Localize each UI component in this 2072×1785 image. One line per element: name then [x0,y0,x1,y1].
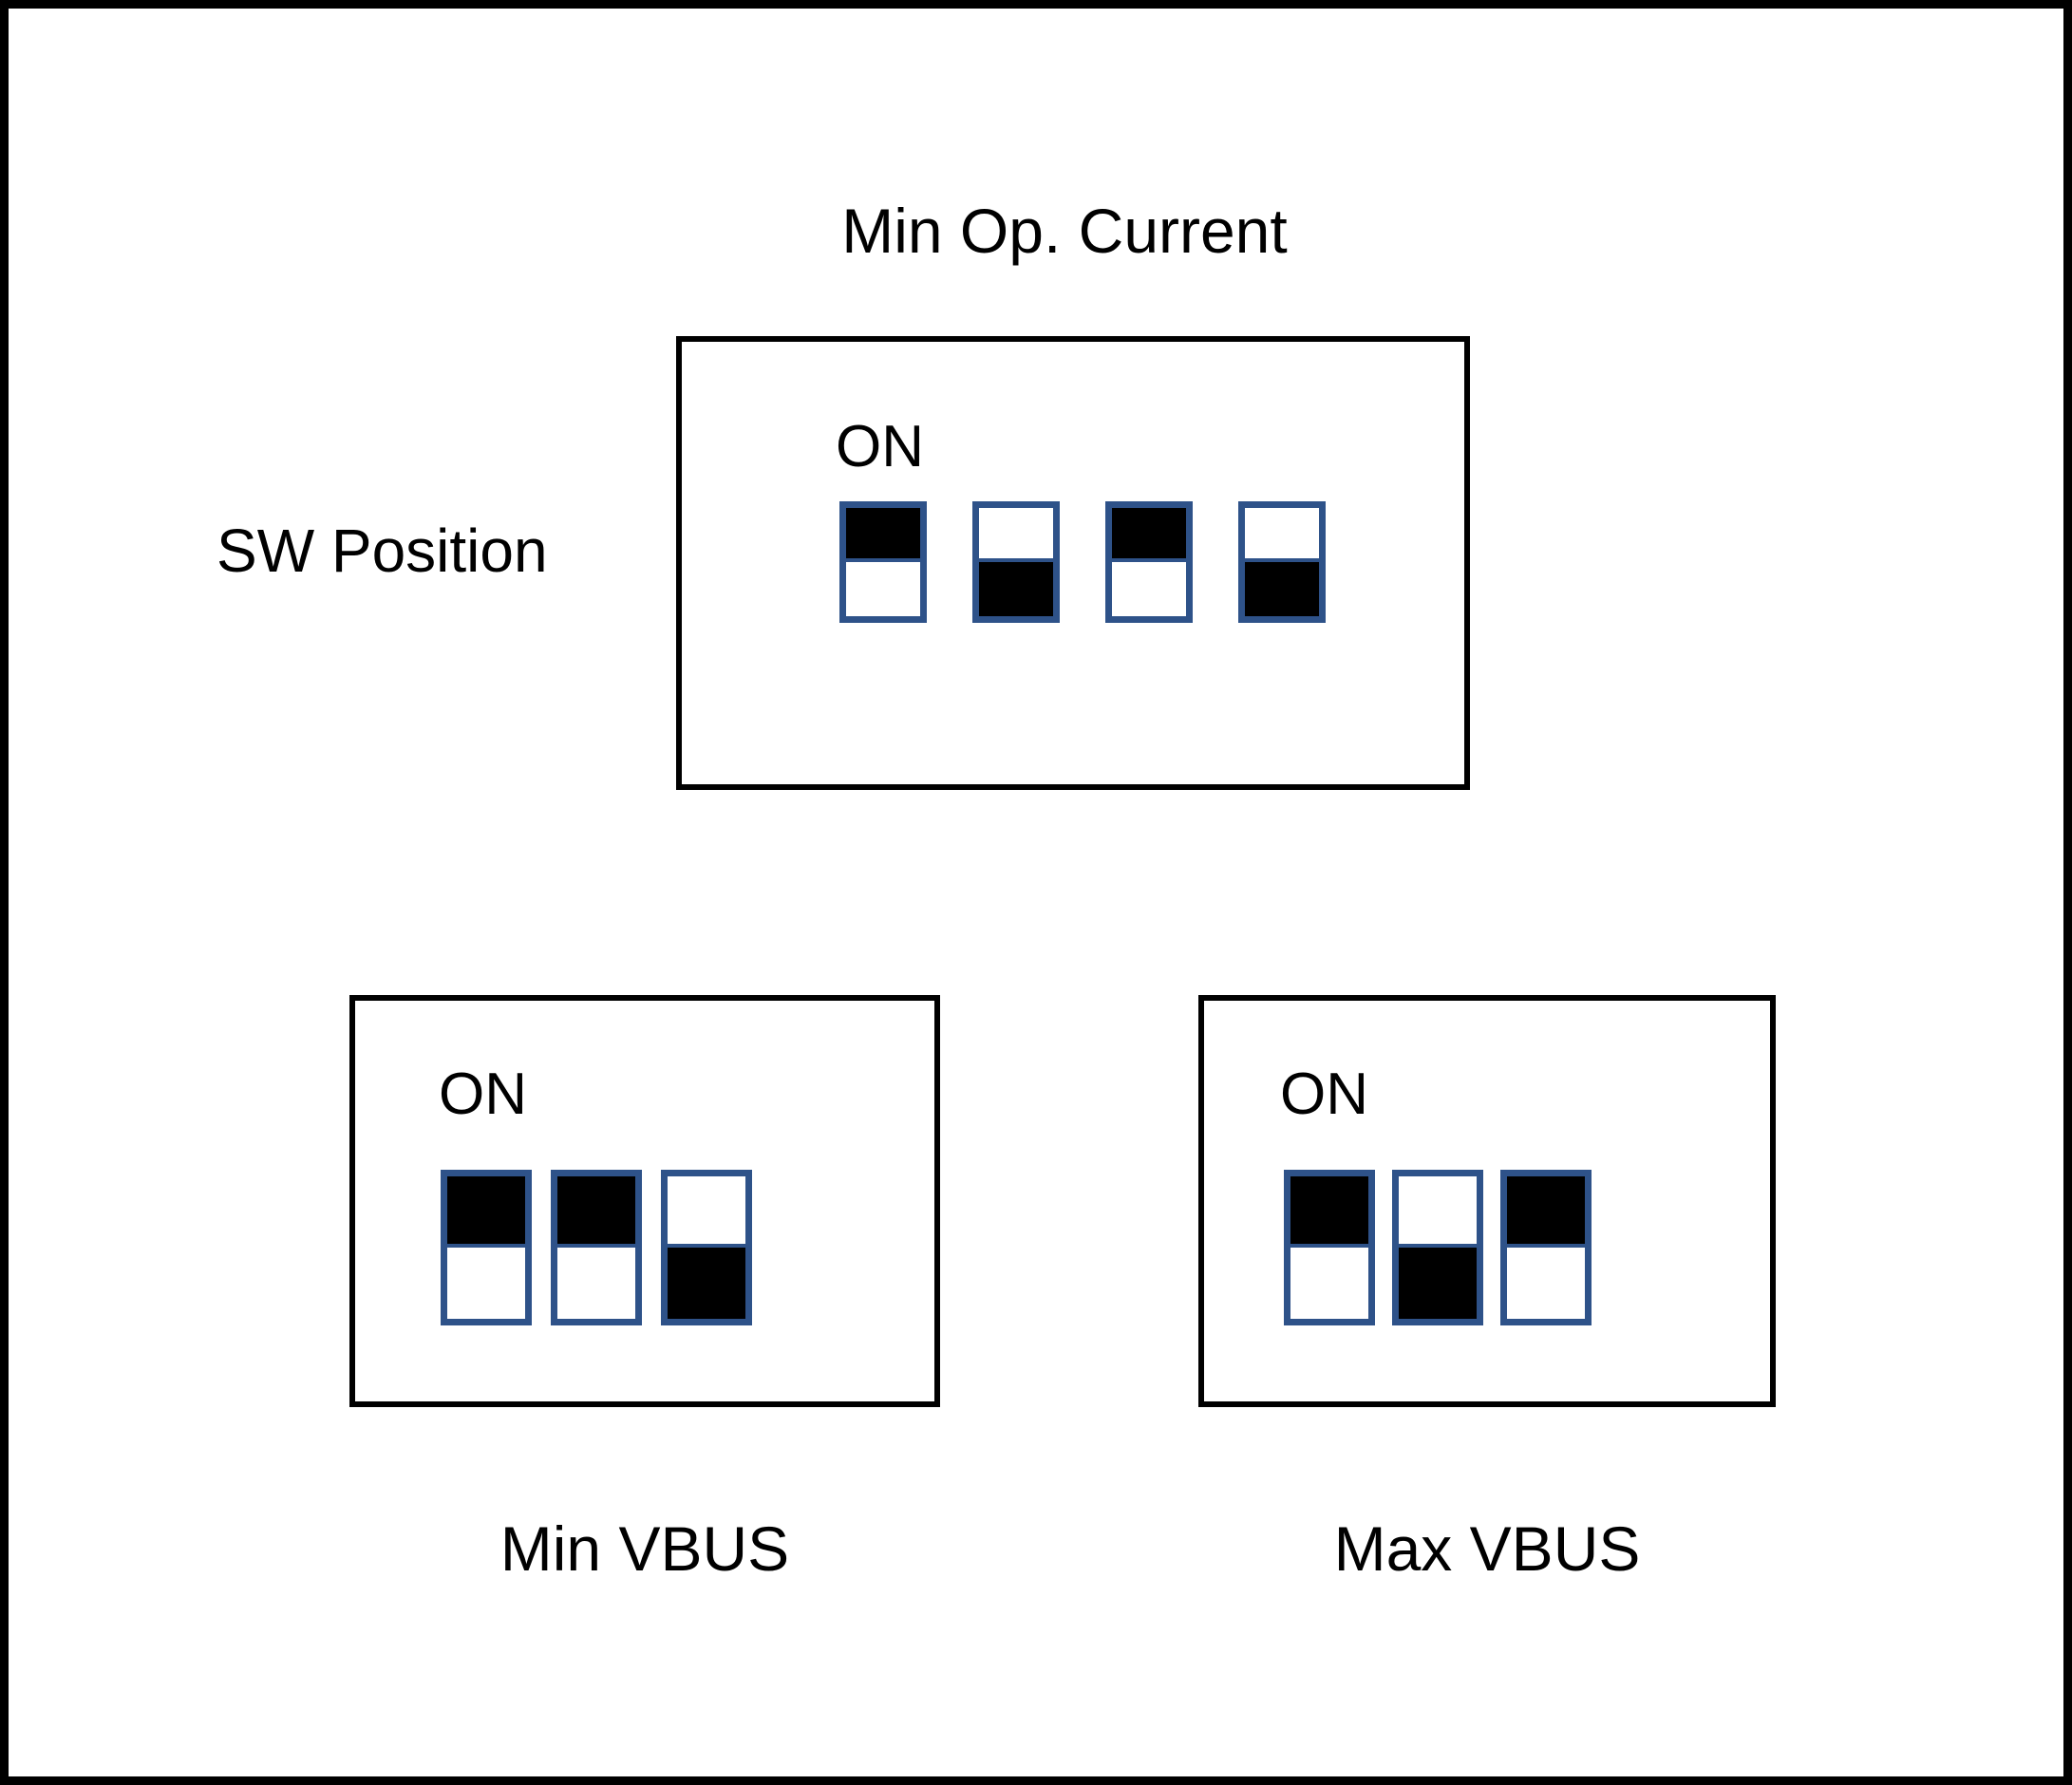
dip-switch-min-vbus-2[interactable] [551,1170,642,1325]
dip-switch-max-vbus-3[interactable] [1500,1170,1592,1325]
dip-switch-row-max-vbus [1284,1170,1592,1325]
dip-cell-top [1399,1176,1477,1248]
on-label-min-op-current: ON [836,414,924,479]
dip-cell-bottom [447,1248,525,1319]
dip-cell-bottom [557,1248,635,1319]
dip-cell-top [1507,1176,1585,1248]
dip-cell-bottom [1399,1248,1477,1319]
dip-cell-top [1290,1176,1368,1248]
dip-switch-min-vbus-1[interactable] [441,1170,532,1325]
dip-cell-top [668,1176,745,1248]
dip-cell-bottom [846,562,920,616]
switch-group-min-vbus: ON [349,995,940,1407]
dip-switch-min-op-current-1[interactable] [839,501,927,623]
dip-cell-bottom [1112,562,1186,616]
dip-switch-max-vbus-1[interactable] [1284,1170,1375,1325]
dip-cell-top [447,1176,525,1248]
dip-switch-row-min-vbus [441,1170,752,1325]
dip-cell-bottom [668,1248,745,1319]
dip-cell-bottom [979,562,1053,616]
dip-cell-bottom [1507,1248,1585,1319]
on-label-max-vbus: ON [1280,1062,1368,1127]
dip-cell-top [846,508,920,562]
dip-switch-min-op-current-3[interactable] [1105,501,1193,623]
dip-cell-top [1112,508,1186,562]
dip-switch-row-min-op-current [839,501,1326,623]
title-min-op-current: Min Op. Current [841,196,1288,266]
switch-group-min-op-current: ON [676,336,1470,790]
label-sw-position: SW Position [217,517,548,585]
switch-group-max-vbus: ON [1198,995,1776,1407]
dip-switch-max-vbus-2[interactable] [1392,1170,1483,1325]
dip-switch-min-vbus-3[interactable] [661,1170,752,1325]
dip-cell-bottom [1290,1248,1368,1319]
caption-max-vbus: Max VBUS [1333,1513,1641,1584]
dip-cell-top [979,508,1053,562]
caption-min-vbus: Min VBUS [499,1513,790,1584]
dip-cell-top [557,1176,635,1248]
dip-cell-bottom [1245,562,1319,616]
dip-switch-min-op-current-2[interactable] [972,501,1060,623]
on-label-min-vbus: ON [439,1062,527,1127]
dip-switch-min-op-current-4[interactable] [1238,501,1326,623]
dip-cell-top [1245,508,1319,562]
